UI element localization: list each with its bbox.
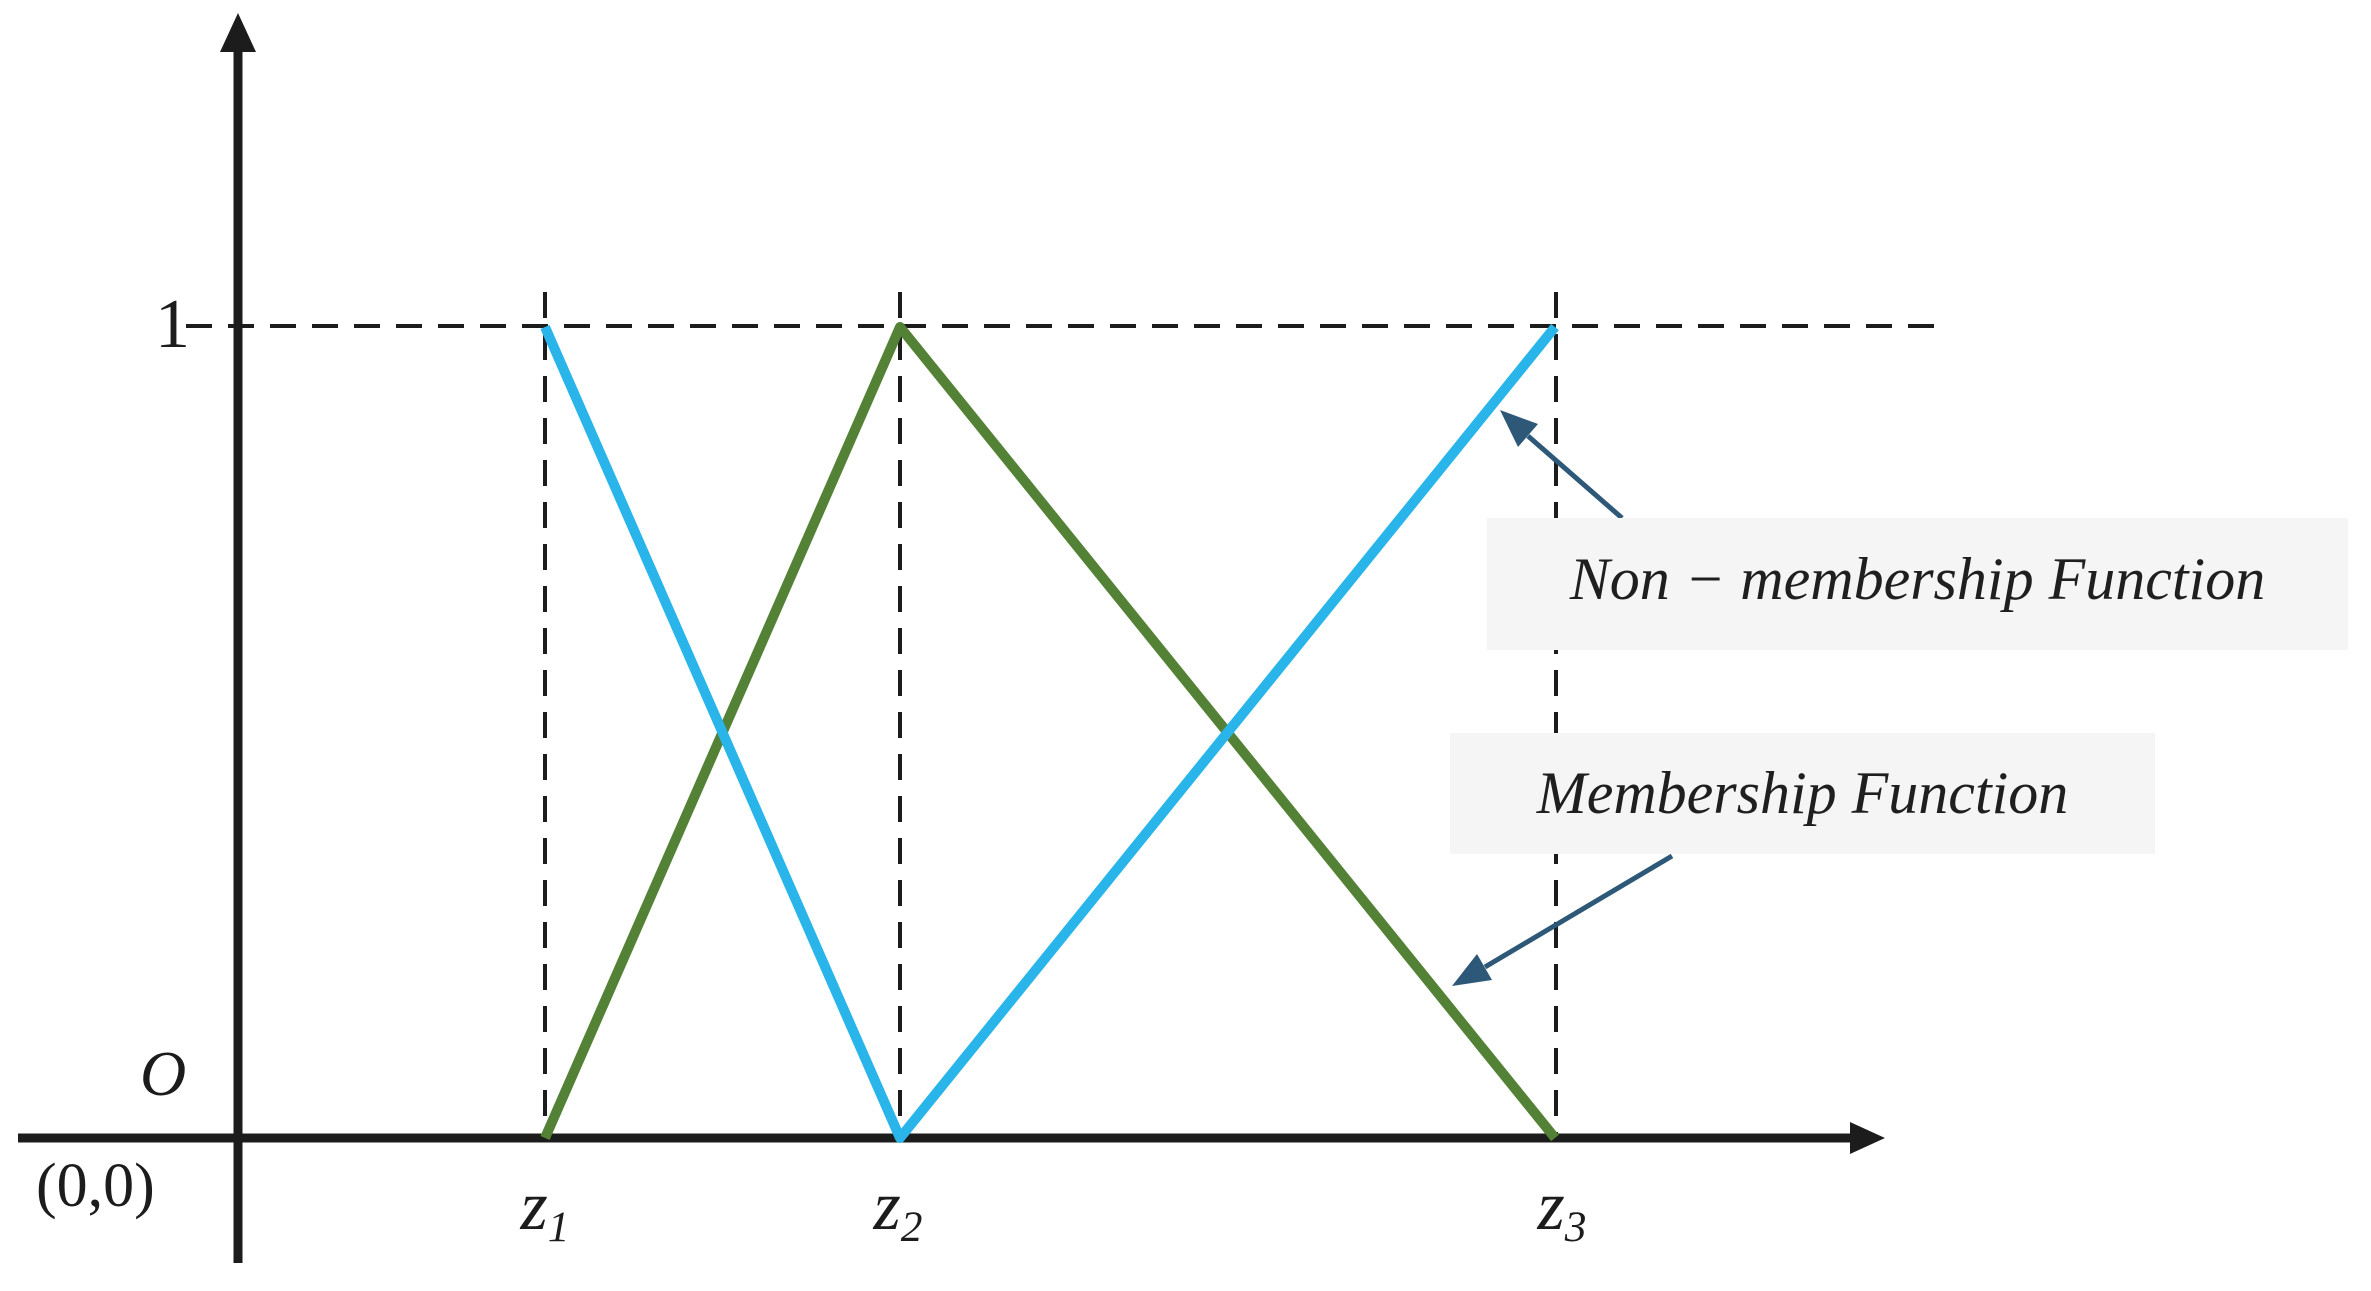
non-membership-callout-arrowhead-icon <box>1500 410 1538 447</box>
non-membership-label: Non − membership Function <box>1569 545 2266 612</box>
tick-base: z <box>520 1168 548 1245</box>
membership-label: Membership Function <box>1536 760 2069 826</box>
y-axis-tick-label-1: 1 <box>155 286 190 363</box>
x-axis-tick-label-z1: z1 <box>475 1172 615 1249</box>
tick-subscript: 1 <box>547 1203 570 1252</box>
x-axis-tick-label-z3: z3 <box>1492 1172 1632 1249</box>
origin-coords-label: (0,0) <box>36 1152 155 1220</box>
tick-base: z <box>873 1168 901 1245</box>
membership-callout-arrow-shaft <box>1483 853 1674 970</box>
x-axis-arrowhead-icon <box>1850 1122 1885 1154</box>
tick-base: z <box>1537 1168 1565 1245</box>
tick-subscript: 3 <box>1564 1203 1587 1252</box>
tick-subscript: 2 <box>900 1203 923 1252</box>
origin-label-o: O <box>140 1038 187 1109</box>
non-membership-function-line <box>540 323 1559 1143</box>
y-axis-arrowhead-icon <box>220 13 256 52</box>
non-membership-label-box: Non − membership Function <box>1487 518 2348 650</box>
non-membership-callout-arrow-shaft <box>1526 434 1624 520</box>
membership-function-line <box>540 322 1559 1142</box>
x-axis-tick-label-z2: z2 <box>828 1172 968 1249</box>
membership-label-box: Membership Function <box>1450 733 2155 854</box>
membership-callout-arrowhead-icon <box>1452 954 1492 986</box>
